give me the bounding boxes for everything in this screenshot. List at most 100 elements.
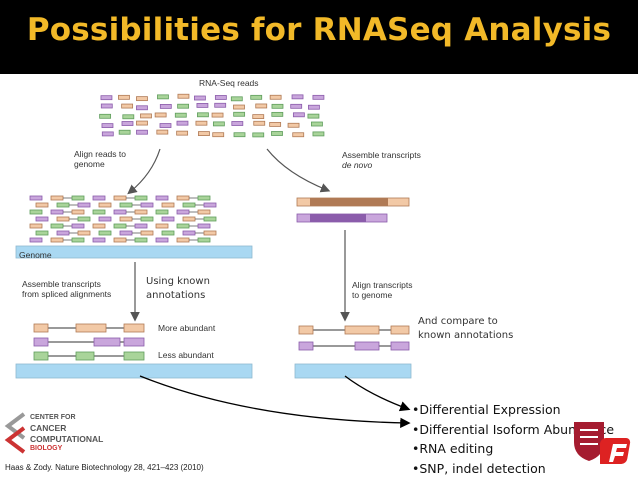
rna-read xyxy=(176,120,189,126)
transcript-isoform-exon xyxy=(33,337,49,347)
aligned-read xyxy=(182,216,196,222)
aligned-read xyxy=(140,216,154,222)
rna-read xyxy=(312,131,325,137)
less-abundant-label: Less abundant xyxy=(158,350,214,360)
aligned-read xyxy=(113,237,127,243)
right-step2-label: Align transcripts to genome xyxy=(352,280,412,300)
aligned-read xyxy=(29,209,43,215)
rna-read xyxy=(233,104,245,110)
rna-read xyxy=(177,103,190,109)
left-step2-label: Assemble transcripts from spliced alignm… xyxy=(22,279,111,299)
note-using-known-line1: Using known xyxy=(146,276,210,287)
rna-read xyxy=(312,94,325,100)
aligned-read xyxy=(98,216,112,222)
right-step1-label: Assemble transcripts de novo xyxy=(342,150,421,170)
aligned-read xyxy=(176,209,190,215)
outcome-item: •RNA editing xyxy=(412,441,494,456)
aligned-read xyxy=(182,230,196,236)
aligned-transcript-exon xyxy=(390,325,410,335)
aligned-read xyxy=(155,209,169,215)
aligned-read xyxy=(155,237,169,243)
rna-read xyxy=(269,94,282,100)
harvard-shield-icon xyxy=(574,422,604,461)
rna-read xyxy=(292,132,305,138)
aligned-read xyxy=(71,223,85,229)
genome-bar xyxy=(15,245,253,259)
aligned-read xyxy=(119,202,133,208)
right-step1-line1: Assemble transcripts xyxy=(342,150,421,160)
rna-read xyxy=(212,132,225,138)
transcript-abundant-exon xyxy=(33,323,49,333)
rna-read xyxy=(211,112,224,118)
slide-title: Possibilities for RNASeq Analysis xyxy=(26,12,612,48)
reads-label: RNA-Seq reads xyxy=(199,78,259,88)
rna-read xyxy=(230,96,243,102)
right-step2-line2: to genome xyxy=(352,290,393,300)
transcript-less-abundant-exon xyxy=(75,351,95,361)
genome-bar-bottom xyxy=(15,363,253,379)
ccb-line2: CANCER xyxy=(30,423,67,433)
left-step2-line2: from spliced alignments xyxy=(22,289,112,299)
aligned-read xyxy=(119,230,133,236)
rna-read xyxy=(311,121,323,127)
rna-read xyxy=(100,95,113,101)
outcomes-list: •Differential Expression •Differential I… xyxy=(412,400,614,478)
transcript-isoform-exon xyxy=(123,337,145,347)
aligned-read xyxy=(29,195,43,201)
transcript-less-abundant-exon xyxy=(123,351,145,361)
aligned-read xyxy=(140,230,154,236)
note-compare-line1: And compare to xyxy=(418,316,498,327)
figure-graphics xyxy=(15,93,412,379)
rna-read xyxy=(101,131,114,137)
note-using-known-line2: annotations xyxy=(146,290,206,301)
citation: Haas & Zody. Nature Biotechnology 28, 42… xyxy=(5,463,204,472)
aligned-transcript-exon xyxy=(354,341,380,351)
rna-read xyxy=(196,103,209,108)
aligned-read xyxy=(50,223,64,229)
aligned-read xyxy=(77,230,91,236)
note-compare-annotations: And compare to known annotations xyxy=(418,315,513,343)
left-step1-line1: Align reads to xyxy=(74,149,126,159)
aligned-read xyxy=(197,195,211,201)
aligned-read xyxy=(98,202,112,208)
aligned-read xyxy=(50,195,64,201)
rna-read xyxy=(269,122,282,127)
denovo-transcript-core xyxy=(310,198,388,206)
aligned-read xyxy=(155,223,169,229)
rna-read xyxy=(250,94,263,100)
right-step2-line1: Align transcripts xyxy=(352,280,413,290)
rna-read xyxy=(177,93,190,99)
arrow-assemble-de-novo xyxy=(266,148,331,193)
denovo-transcript-core xyxy=(310,214,366,222)
aligned-read xyxy=(134,223,148,229)
aligned-read xyxy=(56,216,70,222)
genome-label: Genome xyxy=(19,250,52,260)
rna-read xyxy=(159,123,172,128)
left-step2-line1: Assemble transcripts xyxy=(22,279,101,289)
transcript-isoform-exon xyxy=(93,337,121,347)
aligned-read xyxy=(29,223,43,229)
ccb-line3: COMPUTATIONAL xyxy=(30,434,104,444)
aligned-transcript-exon xyxy=(344,325,380,335)
rna-read xyxy=(99,113,112,119)
aligned-read xyxy=(71,209,85,215)
rna-read xyxy=(197,112,209,118)
left-step1-label: Align reads to genome xyxy=(74,149,126,169)
aligned-read xyxy=(161,202,175,208)
aligned-read xyxy=(155,195,169,201)
rna-read xyxy=(233,132,246,138)
note-using-known-annotations: Using known annotations xyxy=(146,275,210,303)
aligned-read xyxy=(77,202,91,208)
aligned-read xyxy=(182,202,196,208)
ccb-logo: CENTER FOR CANCER COMPUTATIONAL BIOLOGY xyxy=(2,410,103,462)
rna-read xyxy=(252,114,265,120)
rna-read xyxy=(122,114,135,120)
aligned-read xyxy=(113,209,127,215)
genome-bar-right xyxy=(294,363,412,379)
rna-read xyxy=(214,95,227,100)
aligned-read xyxy=(56,202,70,208)
aligned-read xyxy=(176,195,190,201)
transcript-abundant-exon xyxy=(123,323,145,333)
rna-read xyxy=(159,104,172,109)
outcome-item: •Differential Isoform Abundance xyxy=(412,421,615,437)
